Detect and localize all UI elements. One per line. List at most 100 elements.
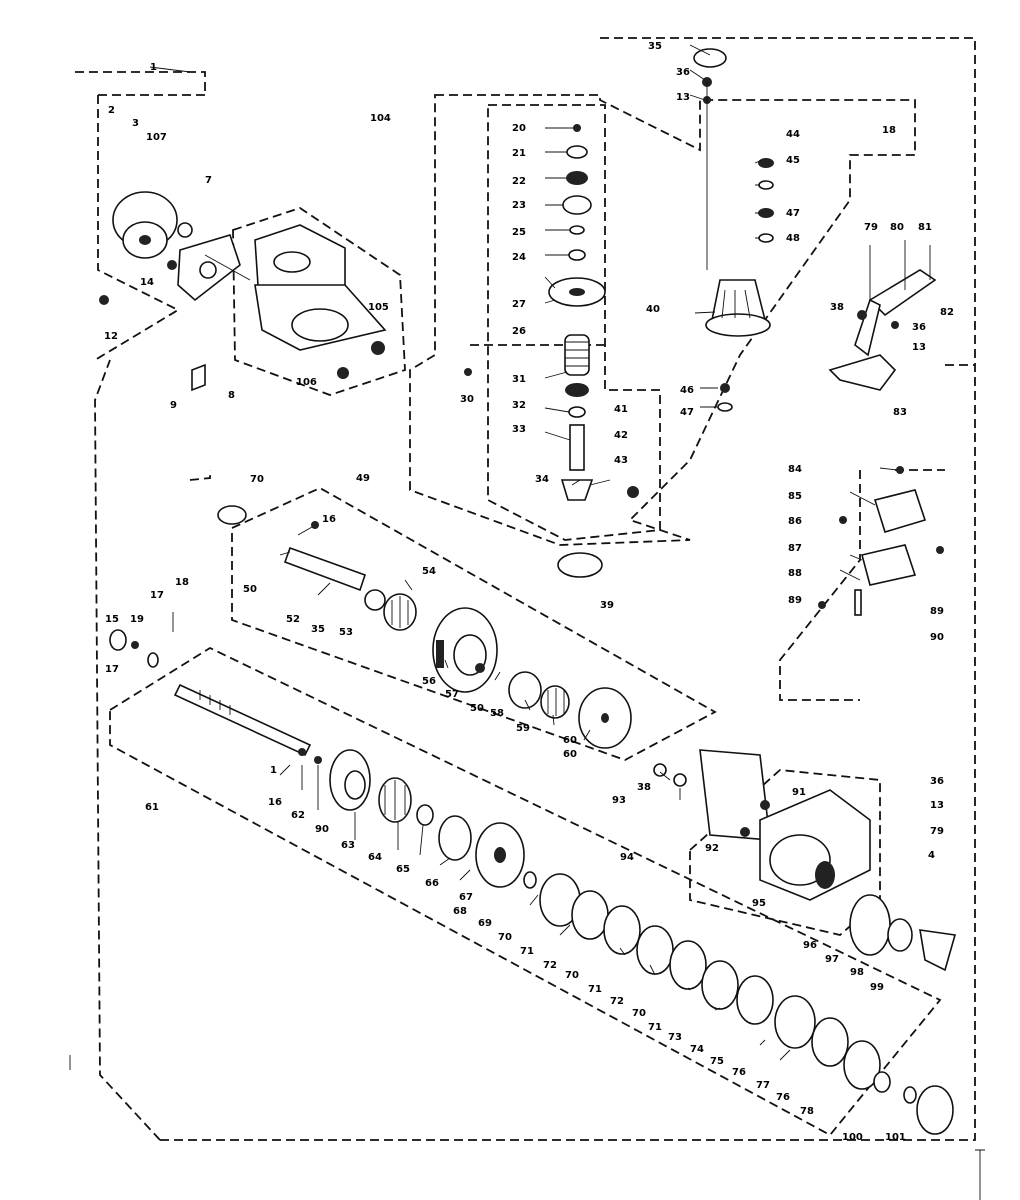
- callout-90b: 90: [315, 824, 329, 835]
- callout-8: 8: [228, 390, 235, 401]
- callout-2: 2: [108, 105, 115, 116]
- callout-32: 32: [512, 400, 526, 411]
- callout-101: 101: [885, 1132, 906, 1143]
- callout-16b: 16: [268, 797, 282, 808]
- callout-50b: 50: [470, 703, 484, 714]
- callout-41: 41: [614, 404, 628, 415]
- callout-100: 100: [842, 1132, 863, 1143]
- callout-56: 56: [422, 676, 436, 687]
- callout-72b: 72: [610, 996, 624, 1007]
- callout-46: 46: [680, 385, 694, 396]
- callout-27: 27: [512, 299, 526, 310]
- callout-36: 36: [676, 67, 690, 78]
- callout-18: 18: [882, 125, 896, 136]
- callout-89: 89: [788, 595, 802, 606]
- callout-1b: 1: [270, 765, 277, 776]
- callout-95: 95: [752, 898, 766, 909]
- lower-shaft-parts: [173, 683, 954, 1135]
- stacked-washers: [464, 124, 639, 578]
- callout-72: 72: [543, 960, 557, 971]
- callout-61: 61: [145, 802, 159, 813]
- callout-16: 16: [322, 514, 336, 525]
- callout-96: 96: [803, 940, 817, 951]
- callout-15: 15: [105, 614, 119, 625]
- callout-21: 21: [512, 148, 526, 159]
- callout-59: 59: [516, 723, 530, 734]
- callout-13: 13: [676, 92, 690, 103]
- callout-49: 49: [356, 473, 370, 484]
- callout-38b: 38: [637, 782, 651, 793]
- callout-91: 91: [792, 787, 806, 798]
- callout-50: 50: [243, 584, 257, 595]
- callout-70b: 70: [498, 932, 512, 943]
- callout-107: 107: [146, 132, 167, 143]
- callout-62: 62: [291, 810, 305, 821]
- small-parts-left: [109, 612, 174, 668]
- callout-25: 25: [512, 227, 526, 238]
- callout-105: 105: [368, 302, 389, 313]
- callout-18b: 18: [175, 577, 189, 588]
- callout-88: 88: [788, 568, 802, 579]
- callout-4: 4: [928, 850, 935, 861]
- callout-9: 9: [170, 400, 177, 411]
- callout-92: 92: [705, 843, 719, 854]
- bracket-part: [828, 240, 937, 391]
- callout-64: 64: [368, 852, 382, 863]
- callout-76b: 76: [776, 1092, 790, 1103]
- callout-22: 22: [512, 176, 526, 187]
- callout-86: 86: [788, 516, 802, 527]
- callout-60: 60: [563, 735, 577, 746]
- callout-44: 44: [786, 129, 800, 140]
- callout-78: 78: [800, 1106, 814, 1117]
- callout-71c: 71: [648, 1022, 662, 1033]
- callout-40: 40: [646, 304, 660, 315]
- callout-94: 94: [620, 852, 634, 863]
- pulley-part: [99, 191, 241, 392]
- callout-24: 24: [512, 252, 526, 263]
- callout-73: 73: [668, 1032, 682, 1043]
- callout-7: 7: [205, 175, 212, 186]
- callout-71: 71: [520, 946, 534, 957]
- callout-33: 33: [512, 424, 526, 435]
- callout-23: 23: [512, 200, 526, 211]
- callout-45: 45: [786, 155, 800, 166]
- callout-87: 87: [788, 543, 802, 554]
- callout-13b: 13: [912, 342, 926, 353]
- outer-frame: [75, 37, 976, 1141]
- callout-70c: 70: [565, 970, 579, 981]
- callout-66: 66: [425, 878, 439, 889]
- callout-90: 90: [930, 632, 944, 643]
- callout-71b: 71: [588, 984, 602, 995]
- callout-89b: 89: [930, 606, 944, 617]
- callout-31: 31: [512, 374, 526, 385]
- callout-36c: 36: [930, 776, 944, 787]
- callout-47: 47: [786, 208, 800, 219]
- callout-39: 39: [600, 600, 614, 611]
- callout-84: 84: [788, 464, 802, 475]
- callout-35: 35: [648, 41, 662, 52]
- callout-93: 93: [612, 795, 626, 806]
- callout-67: 67: [459, 892, 473, 903]
- plate-group-box: [779, 364, 975, 701]
- callout-83: 83: [893, 407, 907, 418]
- callout-74: 74: [690, 1044, 704, 1055]
- callout-19: 19: [130, 614, 144, 625]
- callout-30: 30: [460, 394, 474, 405]
- callout-38: 38: [830, 302, 844, 313]
- callout-80: 80: [890, 222, 904, 233]
- callout-54: 54: [422, 566, 436, 577]
- callout-104: 104: [370, 113, 391, 124]
- callout-81: 81: [918, 222, 932, 233]
- callout-43: 43: [614, 455, 628, 466]
- gear-group-box: [189, 470, 717, 761]
- callout-79b: 79: [930, 826, 944, 837]
- callout-34: 34: [535, 474, 549, 485]
- callout-47b: 47: [680, 407, 694, 418]
- callout-70d: 70: [632, 1008, 646, 1019]
- callout-14: 14: [140, 277, 154, 288]
- group-104-box: [409, 94, 916, 546]
- callout-82: 82: [940, 307, 954, 318]
- callout-12: 12: [104, 331, 118, 342]
- callout-68: 68: [453, 906, 467, 917]
